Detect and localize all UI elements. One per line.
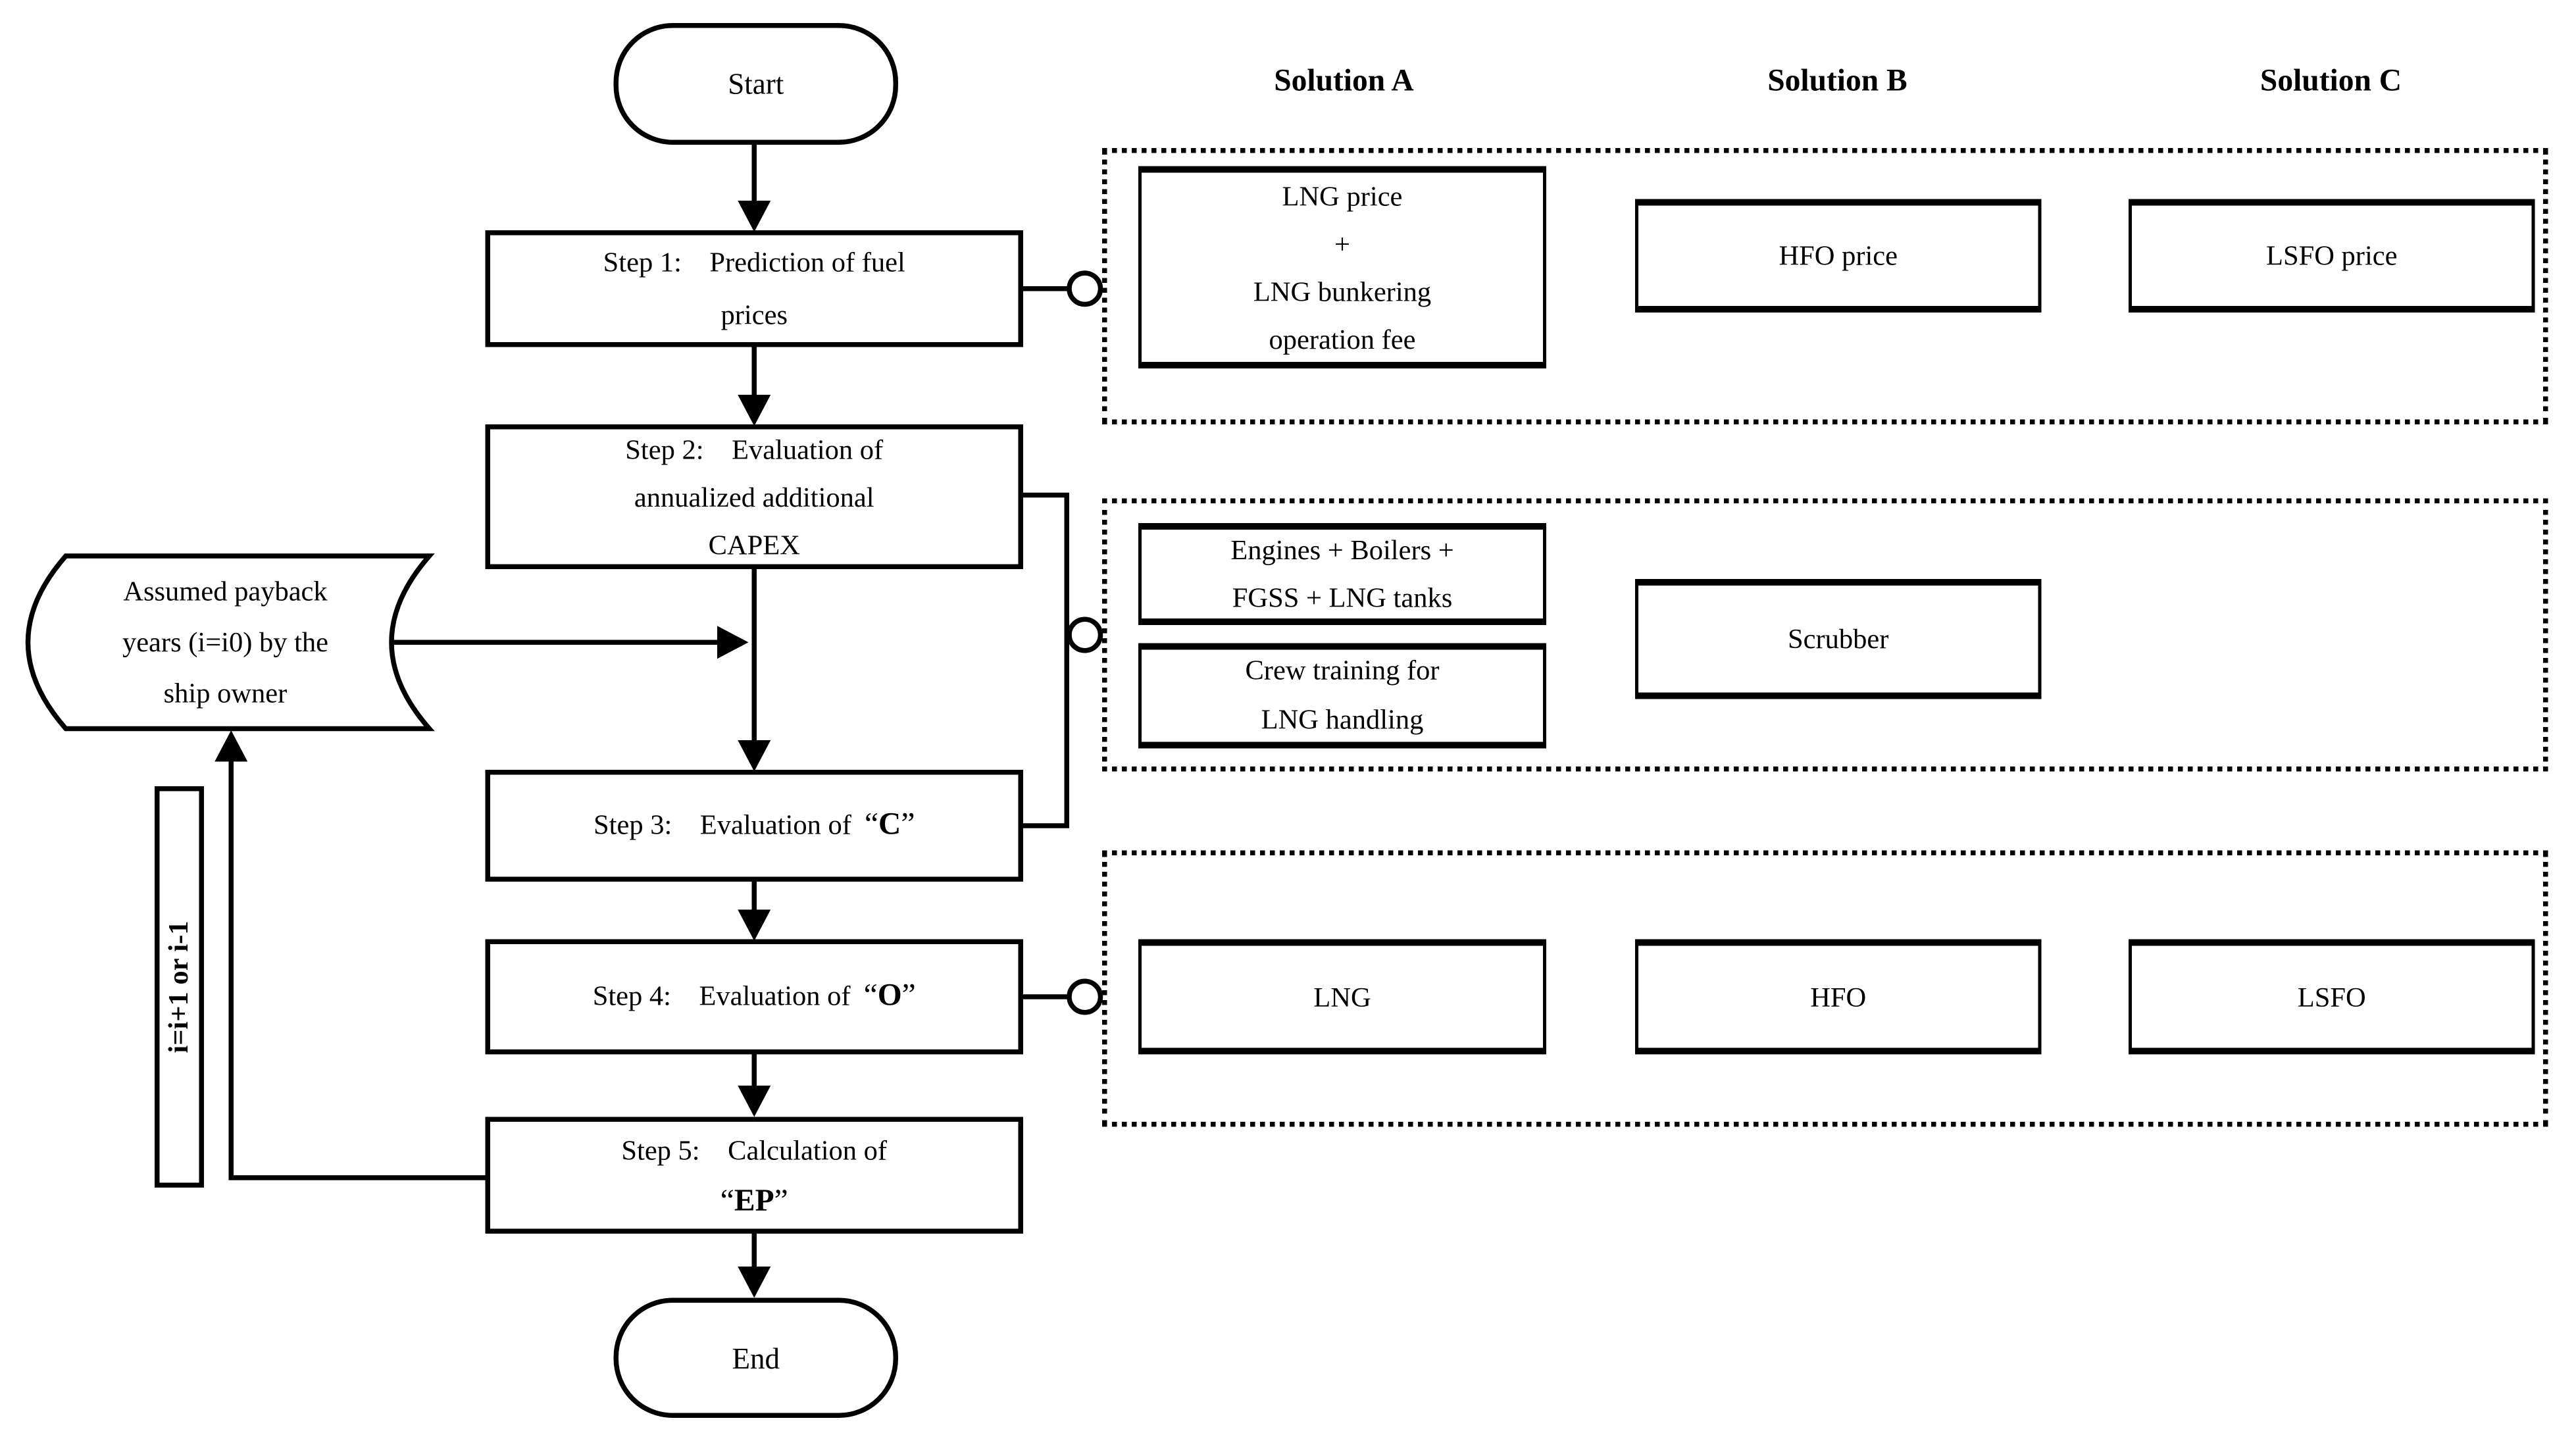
solution-a-equipment-line: Engines + Boilers + <box>1230 534 1454 566</box>
solution-a-price-line: LNG bunkering <box>1253 275 1432 307</box>
payback-line: Assumed payback <box>123 576 328 607</box>
solution-a-fuel-label: LNG <box>1313 981 1371 1013</box>
close-quote: ” <box>774 1183 788 1219</box>
step1-connector-circle <box>1067 270 1103 307</box>
solution-a-equipment-line: FGSS + LNG tanks <box>1232 582 1453 614</box>
solution-b-price-label: HFO price <box>1779 240 1898 272</box>
solution-a-price-box: LNG price + LNG bunkering operation fee <box>1138 166 1546 368</box>
payback-note: Assumed payback years (i=i0) by the ship… <box>56 563 395 722</box>
step1-line: Step 1: Prediction of fuel <box>603 245 905 278</box>
iteration-label: i=i+1 or i-1 <box>163 920 195 1053</box>
solution-b-price-box: HFO price <box>1635 199 2042 313</box>
step3-box: Step 3: Evaluation of“C” <box>485 770 1023 882</box>
dotted-group-fuel-prices <box>1102 148 2548 424</box>
solution-a-training-box: Crew training for LNG handling <box>1138 643 1546 749</box>
solution-b-scrubber-box: Scrubber <box>1635 579 2042 699</box>
stored-data-shape <box>25 553 435 732</box>
close-quote: ” <box>901 807 915 843</box>
arrowhead-loop <box>215 730 248 762</box>
start-label: Start <box>728 67 784 101</box>
term-ep: EP <box>734 1183 774 1219</box>
step5-line: “EP” <box>490 1175 1019 1226</box>
step4-connector-circle <box>1067 978 1103 1015</box>
arrowhead-end <box>738 1267 771 1298</box>
close-quote: ” <box>901 978 916 1014</box>
solution-b-fuel-label: HFO <box>1810 981 1867 1013</box>
open-quote: “ <box>863 978 878 1014</box>
step4-label: Step 4: Evaluation of“O” <box>592 978 916 1014</box>
arrowhead-step2 <box>738 395 771 426</box>
step5-box: Step 5: Calculation of “EP” <box>485 1117 1023 1234</box>
arrowhead-step1 <box>738 201 771 232</box>
term-o: O <box>877 978 902 1014</box>
solution-a-price-line: LNG price <box>1282 180 1403 212</box>
step3-label: Step 3: Evaluation of“C” <box>593 807 915 843</box>
step2-line: annualized additional <box>634 481 874 513</box>
solution-a-training-line: Crew training for <box>1245 655 1440 686</box>
solution-c-fuel-label: LSFO <box>2297 981 2366 1013</box>
solution-c-fuel-box: LSFO <box>2129 939 2535 1055</box>
solution-a-equipment-box: Engines + Boilers + FGSS + LNG tanks <box>1138 523 1546 625</box>
header-solution-b: Solution B <box>1767 64 1907 99</box>
solution-b-scrubber-label: Scrubber <box>1788 623 1889 655</box>
arrowhead-step3 <box>738 740 771 772</box>
solution-a-price-line: operation fee <box>1269 323 1416 355</box>
header-solution-c: Solution C <box>2260 64 2402 99</box>
loop-line <box>228 761 486 1180</box>
arrowhead-payback <box>717 626 749 659</box>
arrowhead-step4 <box>738 909 771 941</box>
bracket-connector-circle <box>1067 616 1103 653</box>
payback-line: ship owner <box>163 678 288 709</box>
dotted-group-fuels <box>1102 850 2548 1127</box>
iteration-box: i=i+1 or i-1 <box>155 786 204 1188</box>
payback-line: years (i=i0) by the <box>122 626 329 659</box>
step2-step3-bracket <box>1023 492 1069 828</box>
step1-line: prices <box>720 298 788 330</box>
arrowhead-step5 <box>738 1086 771 1117</box>
solution-a-fuel-box: LNG <box>1138 939 1546 1055</box>
solution-a-training-line: LNG handling <box>1261 704 1424 736</box>
solution-b-fuel-box: HFO <box>1635 939 2042 1055</box>
solution-c-price-label: LSFO price <box>2265 240 2398 272</box>
step1-box: Step 1: Prediction of fuel prices <box>485 230 1023 347</box>
step2-box: Step 2: Evaluation of annualized additio… <box>485 424 1023 569</box>
term-c: C <box>878 807 901 843</box>
solution-a-price-line: + <box>1334 228 1350 259</box>
step4-box: Step 4: Evaluation of“O” <box>485 939 1023 1055</box>
open-quote: “ <box>864 807 879 843</box>
step2-line: CAPEX <box>708 528 800 561</box>
end-node: End <box>613 1297 898 1418</box>
step5-line: Step 5: Calculation of <box>621 1134 888 1166</box>
open-quote: “ <box>720 1183 734 1219</box>
solution-c-price-box: LSFO price <box>2129 199 2535 313</box>
dotted-group-capex-items <box>1102 498 2548 772</box>
step2-line: Step 2: Evaluation of <box>625 433 884 465</box>
start-node: Start <box>613 23 898 145</box>
end-label: End <box>732 1341 780 1374</box>
header-solution-a: Solution A <box>1274 64 1414 99</box>
